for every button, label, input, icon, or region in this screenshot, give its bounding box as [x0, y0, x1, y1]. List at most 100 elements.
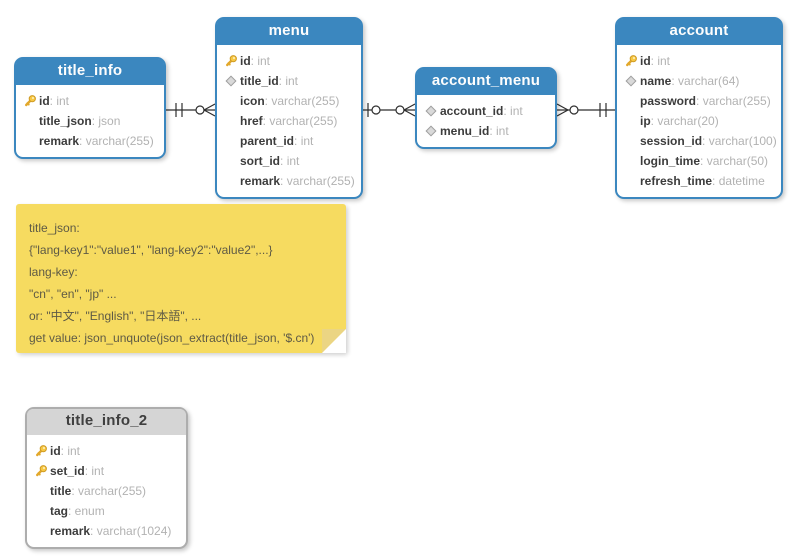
table-title_info_2[interactable]: title_info_2 idint set_idint titlevarcha…	[25, 407, 188, 549]
table-column[interactable]: set_idint	[32, 461, 180, 481]
foreign-key-diamond-icon	[622, 75, 640, 87]
column-type: varchar(255)	[265, 94, 339, 108]
table-title_info_2-body: idint set_idint titlevarchar(255) tagenu…	[27, 435, 186, 547]
note-line: get value: json_unquote(json_extract(tit…	[29, 331, 315, 345]
table-column[interactable]: titlevarchar(255)	[32, 481, 180, 501]
column-name: id	[640, 54, 651, 68]
column-name: refresh_time	[640, 174, 713, 188]
column-name: remark	[39, 134, 80, 148]
primary-key-icon	[32, 444, 50, 458]
table-column[interactable]: hrefvarchar(255)	[222, 111, 355, 131]
table-account_menu-body: account_idint menu_idint	[417, 95, 555, 147]
column-type: int	[280, 154, 300, 168]
table-column[interactable]: title_idint	[222, 71, 355, 91]
table-account-header[interactable]: account	[617, 19, 781, 45]
column-type: varchar(255)	[71, 484, 146, 498]
column-name: tag	[50, 504, 68, 518]
column-type: int	[251, 54, 270, 68]
column-type: int	[279, 74, 298, 88]
table-title_info-body: idint title_jsonjson remarkvarchar(255)	[16, 85, 164, 157]
table-account[interactable]: account idint namevarchar(64) passwordva…	[615, 17, 783, 199]
table-column[interactable]: sort_idint	[222, 151, 355, 171]
column-type: int	[61, 444, 80, 458]
column-name: id	[240, 54, 251, 68]
table-column[interactable]: menu_idint	[422, 121, 549, 141]
column-name: title	[50, 484, 72, 498]
column-name: title_id	[240, 74, 279, 88]
table-account_menu[interactable]: account_menu account_idint menu_idint	[415, 67, 557, 149]
column-name: set_id	[50, 464, 85, 478]
table-menu-header[interactable]: menu	[217, 19, 361, 45]
table-column[interactable]: tagenum	[32, 501, 180, 521]
column-type: int	[651, 54, 670, 68]
table-title_info_2-header[interactable]: title_info_2	[27, 409, 186, 435]
column-name: id	[39, 94, 50, 108]
note-line: lang-key:	[29, 265, 78, 279]
column-type: int	[294, 134, 314, 148]
table-account-body: idint namevarchar(64) passwordvarchar(25…	[617, 45, 781, 197]
column-type: int	[503, 104, 523, 118]
primary-key-icon	[622, 54, 640, 68]
table-column[interactable]: idint	[622, 51, 775, 71]
column-name: login_time	[640, 154, 701, 168]
table-column[interactable]: refresh_timedatetime	[622, 171, 775, 191]
table-column[interactable]: remarkvarchar(1024)	[32, 521, 180, 541]
column-name: name	[640, 74, 672, 88]
column-type: json	[92, 114, 120, 128]
column-type: varchar(255)	[696, 94, 771, 108]
table-column[interactable]: idint	[21, 91, 158, 111]
table-column[interactable]: idint	[222, 51, 355, 71]
column-name: password	[640, 94, 697, 108]
column-name: href	[240, 114, 263, 128]
table-column[interactable]: namevarchar(64)	[622, 71, 775, 91]
column-name: parent_id	[240, 134, 295, 148]
column-type: varchar(64)	[671, 74, 739, 88]
column-type: int	[85, 464, 104, 478]
foreign-key-diamond-icon	[422, 105, 440, 117]
column-name: title_json	[39, 114, 92, 128]
table-column[interactable]: login_timevarchar(50)	[622, 151, 775, 171]
note-line: "cn", "en", "jp" ...	[29, 287, 117, 301]
column-name: icon	[240, 94, 265, 108]
table-title_info-header[interactable]: title_info	[16, 59, 164, 85]
table-column[interactable]: title_jsonjson	[21, 111, 158, 131]
table-column[interactable]: idint	[32, 441, 180, 461]
table-column[interactable]: account_idint	[422, 101, 549, 121]
column-type: int	[50, 94, 69, 108]
column-type: varchar(255)	[263, 114, 337, 128]
note-line: title_json:	[29, 221, 80, 235]
note-folded-corner	[322, 329, 346, 353]
table-column[interactable]: parent_idint	[222, 131, 355, 151]
sticky-note-title_json[interactable]: title_json: {"lang-key1":"value1", "lang…	[16, 204, 346, 353]
relationship-menu-account_menu[interactable]	[363, 103, 415, 117]
column-name: remark	[50, 524, 91, 538]
primary-key-icon	[222, 54, 240, 68]
primary-key-icon	[32, 464, 50, 478]
foreign-key-diamond-icon	[422, 125, 440, 137]
table-column[interactable]: passwordvarchar(255)	[622, 91, 775, 111]
column-type: varchar(20)	[651, 114, 718, 128]
column-type: varchar(255)	[79, 134, 154, 148]
column-type: varchar(50)	[700, 154, 768, 168]
column-name: id	[50, 444, 61, 458]
column-name: menu_id	[440, 124, 490, 138]
column-type: datetime	[712, 174, 765, 188]
table-menu[interactable]: menu idint title_idint iconvarchar(255) …	[215, 17, 363, 199]
primary-key-icon	[21, 94, 39, 108]
column-name: ip	[640, 114, 651, 128]
column-type: int	[489, 124, 509, 138]
relationship-title_info-menu[interactable]	[166, 103, 215, 117]
table-title_info[interactable]: title_info idint title_jsonjson remarkva…	[14, 57, 166, 159]
table-column[interactable]: remarkvarchar(255)	[222, 171, 355, 191]
relationship-account_menu-account[interactable]	[557, 103, 615, 117]
table-account_menu-header[interactable]: account_menu	[417, 69, 555, 95]
column-name: remark	[240, 174, 281, 188]
column-type: varchar(255)	[280, 174, 355, 188]
table-column[interactable]: remarkvarchar(255)	[21, 131, 158, 151]
table-column[interactable]: session_idvarchar(100)	[622, 131, 777, 151]
table-column[interactable]: iconvarchar(255)	[222, 91, 355, 111]
column-type: varchar(1024)	[90, 524, 172, 538]
column-type: enum	[68, 504, 105, 518]
table-column[interactable]: ipvarchar(20)	[622, 111, 775, 131]
